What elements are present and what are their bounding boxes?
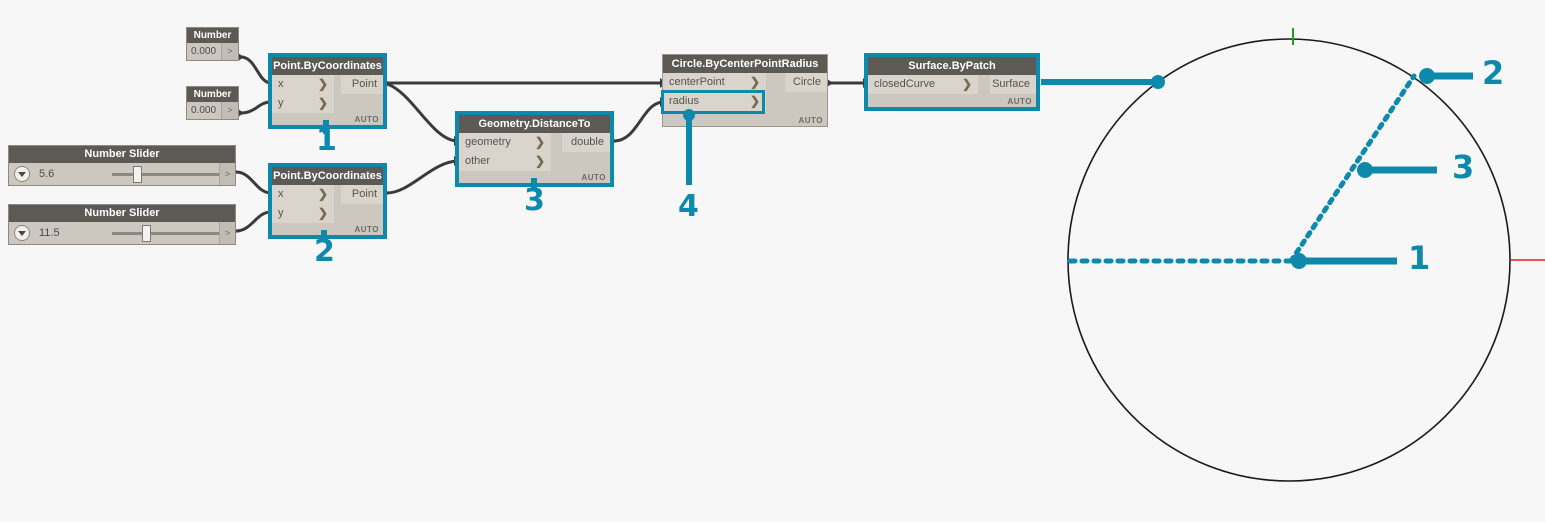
port-label: other bbox=[465, 155, 491, 167]
slider-title: Number Slider bbox=[9, 146, 235, 163]
output-port-surface[interactable]: Surface bbox=[990, 75, 1036, 94]
callout-number-4: 4 bbox=[678, 189, 699, 224]
number-slider-1[interactable]: Number Slider 5.6 > bbox=[8, 145, 236, 186]
number-node-1[interactable]: Number 0.000 > bbox=[186, 27, 239, 61]
port-label: radius bbox=[669, 95, 699, 107]
chevron-right-icon: ❯ bbox=[749, 94, 760, 108]
auto-badge: AUTO bbox=[354, 225, 379, 234]
node-point-bycoordinates-2[interactable]: Point.ByCoordinates x ❯ Point y ❯ AUTO bbox=[268, 163, 387, 239]
input-port-other[interactable]: other ❯ bbox=[459, 152, 551, 171]
input-port-y[interactable]: y ❯ bbox=[272, 94, 334, 113]
number-node-title: Number bbox=[187, 28, 238, 43]
annotation-leader-3 bbox=[1357, 162, 1437, 178]
preview-annotation-1: 1 bbox=[1408, 239, 1431, 277]
port-label: y bbox=[278, 207, 284, 219]
input-port-closedcurve[interactable]: closedCurve ❯ bbox=[868, 75, 978, 94]
slider-title: Number Slider bbox=[9, 205, 235, 222]
number-slider-2[interactable]: Number Slider 11.5 > bbox=[8, 204, 236, 245]
input-port-x[interactable]: x ❯ bbox=[272, 185, 334, 204]
slider-thumb[interactable] bbox=[142, 225, 151, 242]
port-label: x bbox=[278, 188, 284, 200]
chevron-right-icon: ❯ bbox=[317, 77, 328, 91]
output-port-point[interactable]: Point bbox=[341, 75, 383, 94]
preview-annotation-2: 2 bbox=[1482, 54, 1505, 92]
input-port-y[interactable]: y ❯ bbox=[272, 204, 334, 223]
number-node-2[interactable]: Number 0.000 > bbox=[186, 86, 239, 120]
auto-badge: AUTO bbox=[798, 116, 823, 125]
preview-annotation-3: 3 bbox=[1452, 148, 1475, 186]
auto-badge: AUTO bbox=[354, 115, 379, 124]
number-node-value[interactable]: 0.000 bbox=[187, 43, 224, 60]
slider-output-port[interactable]: > bbox=[219, 163, 235, 185]
chevron-down-icon[interactable] bbox=[14, 225, 30, 241]
number-node-title: Number bbox=[187, 87, 238, 102]
callout-number-1: 1 bbox=[316, 123, 337, 158]
node-title: Point.ByCoordinates bbox=[272, 167, 383, 185]
node-geometry-distanceto[interactable]: Geometry.DistanceTo geometry ❯ double ot… bbox=[455, 111, 614, 187]
preview-circle bbox=[1067, 38, 1511, 482]
node-point-bycoordinates-1[interactable]: Point.ByCoordinates x ❯ Point y ❯ AUTO bbox=[268, 53, 387, 129]
output-port-double[interactable]: double bbox=[562, 133, 610, 152]
auto-badge: AUTO bbox=[1007, 97, 1032, 106]
node-circle-bycenterpointradius[interactable]: Circle.ByCenterPointRadius centerPoint ❯… bbox=[662, 54, 828, 127]
annotation-leader-1 bbox=[1291, 253, 1397, 269]
callout-number-3: 3 bbox=[524, 183, 545, 218]
chevron-right-icon: ❯ bbox=[317, 187, 328, 201]
output-port-circle[interactable]: Circle bbox=[785, 73, 827, 92]
number-node-value[interactable]: 0.000 bbox=[187, 102, 224, 119]
port-label: centerPoint bbox=[669, 76, 725, 88]
chevron-right-icon: ❯ bbox=[317, 206, 328, 220]
chevron-right-icon: ❯ bbox=[749, 75, 760, 89]
input-port-radius[interactable]: radius ❯ bbox=[663, 92, 766, 111]
chevron-down-icon[interactable] bbox=[14, 166, 30, 182]
chevron-right-icon: ❯ bbox=[534, 135, 545, 149]
number-node-output-port[interactable]: > bbox=[221, 43, 238, 60]
port-label: y bbox=[278, 97, 284, 109]
input-port-centerpoint[interactable]: centerPoint ❯ bbox=[663, 73, 766, 92]
chevron-right-icon: ❯ bbox=[317, 96, 328, 110]
surface-output-leader bbox=[1041, 75, 1165, 89]
node-title: Surface.ByPatch bbox=[868, 57, 1036, 75]
slider-track[interactable] bbox=[112, 232, 219, 235]
number-node-output-port[interactable]: > bbox=[221, 102, 238, 119]
input-port-x[interactable]: x ❯ bbox=[272, 75, 334, 94]
slider-value[interactable]: 11.5 bbox=[34, 224, 109, 242]
chevron-right-icon: ❯ bbox=[534, 154, 545, 168]
annotation-leader-2 bbox=[1419, 68, 1473, 84]
node-surface-bypatch[interactable]: Surface.ByPatch closedCurve ❯ Surface AU… bbox=[864, 53, 1040, 111]
slider-thumb[interactable] bbox=[133, 166, 142, 183]
port-label: closedCurve bbox=[874, 78, 936, 90]
node-title: Geometry.DistanceTo bbox=[459, 115, 610, 133]
slider-track[interactable] bbox=[112, 173, 219, 176]
output-port-point[interactable]: Point bbox=[341, 185, 383, 204]
slider-output-port[interactable]: > bbox=[219, 222, 235, 244]
node-title: Point.ByCoordinates bbox=[272, 57, 383, 75]
auto-badge: AUTO bbox=[581, 173, 606, 182]
port-label: x bbox=[278, 78, 284, 90]
slider-value[interactable]: 5.6 bbox=[34, 165, 109, 183]
dotted-diagonal-radius bbox=[1288, 73, 1417, 264]
input-port-geometry[interactable]: geometry ❯ bbox=[459, 133, 551, 152]
chevron-right-icon: ❯ bbox=[961, 77, 972, 91]
node-title: Circle.ByCenterPointRadius bbox=[663, 55, 827, 73]
callout-number-2: 2 bbox=[314, 234, 335, 269]
port-label: geometry bbox=[465, 136, 511, 148]
